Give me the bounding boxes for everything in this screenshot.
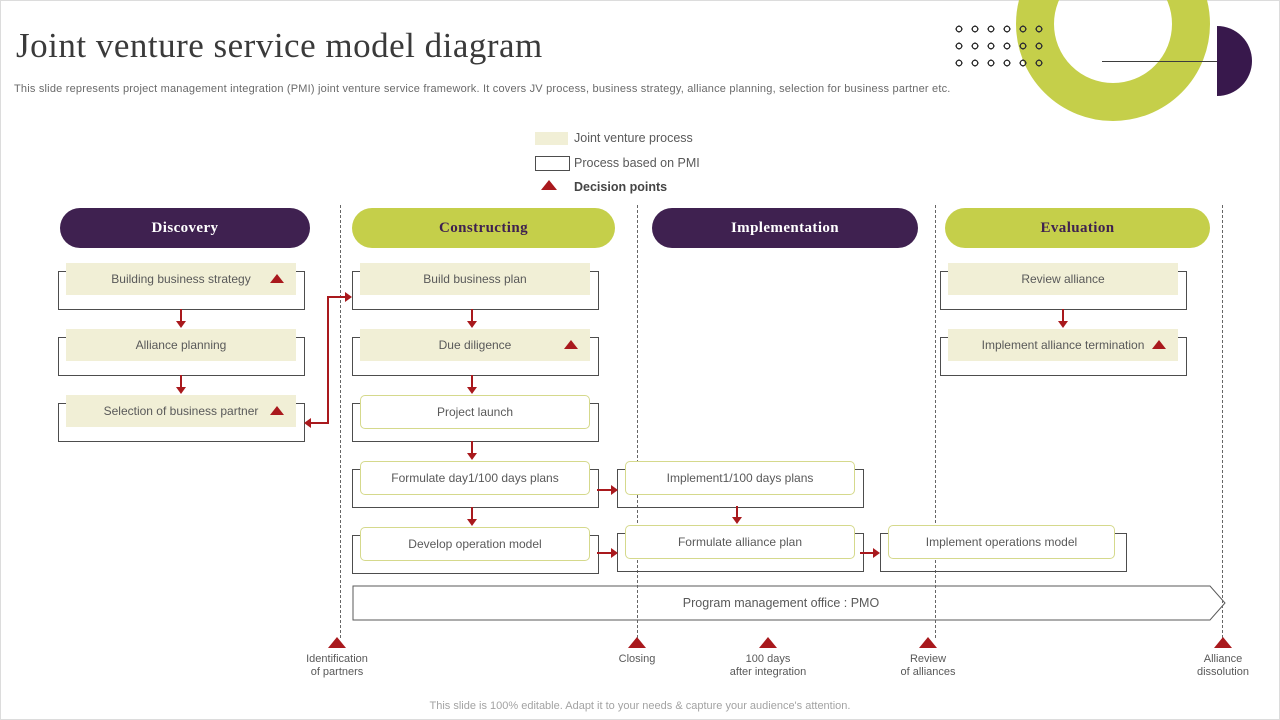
phase-header-discovery: Discovery [60,208,310,248]
legend-jv-swatch [535,132,568,145]
step-label: Implement1/100 days plans [666,471,814,485]
decision-point-icon [1152,340,1166,349]
pmo-banner [352,585,1226,621]
step-label: Building business strategy [111,272,251,286]
column-divider [1222,205,1223,638]
step-label: Project launch [436,405,514,419]
milestone-line1: 100 days [745,653,791,665]
step-label: Due diligence [438,338,512,352]
legend-decision-label: Decision points [574,180,668,194]
column-divider [935,205,936,638]
milestone-label: Review of alliances [848,653,1008,679]
step-build-business-plan: Build business plan [360,263,590,295]
phase-header-evaluation: Evaluation [945,208,1210,248]
decision-point-icon [564,340,578,349]
step-review-alliance: Review alliance [948,263,1178,295]
step-label: Formulate day1/100 days plans [391,471,559,485]
milestone-label: Closing [557,653,717,666]
milestone-line2: of alliances [900,666,956,678]
flow-arrow-right [860,548,880,558]
dot-grid-icon [951,21,1047,72]
column-divider [637,205,638,638]
phase-header-implementation: Implementation [652,208,918,248]
milestone-line2: of partners [310,666,364,678]
step-alliance-planning: Alliance planning [66,329,296,361]
step-project-launch: Project launch [360,395,590,429]
milestone-marker-icon [328,637,346,648]
step-label: Selection of business partner [103,404,259,418]
feedback-arrow-to-selection [304,418,328,428]
step-formulate-day1-plans: Formulate day1/100 days plans [360,461,590,495]
flow-arrow-right [597,548,618,558]
legend-pmi-label: Process based on PMI [574,156,700,170]
flow-arrow [176,309,186,328]
feedback-connector-line [327,296,329,424]
milestone-marker-icon [759,637,777,648]
step-building-business-strategy: Building business strategy [66,263,296,295]
flow-arrow [732,506,742,524]
pmo-banner-label: Program management office : PMO [682,596,880,610]
phase-header-constructing: Constructing [352,208,615,248]
legend-decision-icon [541,180,557,190]
decision-point-icon [270,406,284,415]
milestone-line1: Review [909,653,947,665]
step-implement-alliance-termination: Implement alliance termination [948,329,1178,361]
milestone-line1: Alliance [1203,653,1243,665]
flow-arrow [1058,309,1068,328]
flow-arrow-right [597,485,618,495]
decor-line [1102,61,1220,62]
step-develop-operation-model: Develop operation model [360,527,590,561]
page-title: Joint venture service model diagram [16,26,543,65]
step-label: Alliance planning [135,338,227,352]
flow-arrow [467,507,477,526]
feedback-arrow-to-build-plan [327,292,352,302]
slide-subtitle: This slide represents project management… [14,83,951,95]
half-circle-icon [1217,26,1252,96]
milestone-line1: Closing [618,653,656,665]
flow-arrow [467,375,477,394]
step-label: Review alliance [1021,272,1105,286]
step-label: Formulate alliance plan [677,535,803,549]
step-label: Build business plan [423,272,527,286]
flow-arrow [467,441,477,460]
decision-point-icon [270,274,284,283]
milestone-marker-icon [919,637,937,648]
flow-arrow [467,309,477,328]
step-implement-100-days-plans: Implement1/100 days plans [625,461,855,495]
flow-arrow [176,375,186,394]
legend-pmi-swatch [535,156,570,171]
milestone-marker-icon [1214,637,1232,648]
milestone-line1: Identification [306,653,368,665]
milestone-label: Identification of partners [257,653,417,679]
milestone-line2: dissolution [1197,666,1249,678]
milestone-line2: after integration [729,666,807,678]
step-label: Develop operation model [408,537,542,551]
legend-jv-label: Joint venture process [574,131,693,145]
step-due-diligence: Due diligence [360,329,590,361]
step-label: Implement alliance termination [981,338,1145,352]
step-formulate-alliance-plan: Formulate alliance plan [625,525,855,559]
step-implement-operations-model: Implement operations model [888,525,1115,559]
milestone-label: 100 days after integration [688,653,848,679]
milestone-label: Alliance dissolution [1143,653,1280,679]
milestone-marker-icon [628,637,646,648]
column-divider [340,205,341,638]
step-label: Implement operations model [925,535,1078,549]
slide-footer: This slide is 100% editable. Adapt it to… [429,700,851,712]
step-selection-of-business-partner: Selection of business partner [66,395,296,427]
